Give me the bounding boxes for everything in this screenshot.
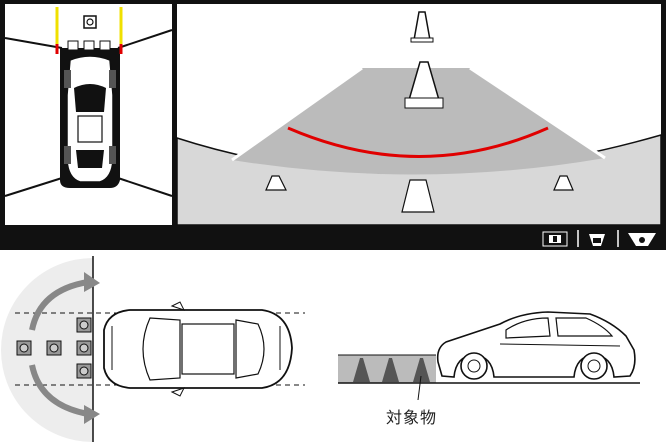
car-side-view — [436, 311, 636, 380]
cone-icon — [83, 15, 97, 29]
view-mode-icons[interactable] — [542, 230, 656, 247]
cone-markers — [16, 317, 92, 379]
object-label: 対象物 — [386, 408, 438, 427]
rear-camera-panel — [176, 4, 662, 226]
side-cones — [353, 358, 430, 382]
far-cone — [410, 11, 434, 43]
side-view-icon[interactable] — [628, 233, 656, 246]
side-view-diagram — [338, 311, 640, 401]
top-view-panel — [4, 4, 173, 225]
coverage-diagram — [1, 256, 305, 442]
object-pointer — [417, 375, 422, 401]
center-cone — [404, 61, 444, 109]
top-view-icon[interactable] — [542, 231, 568, 247]
car-top-view — [103, 301, 293, 397]
near-cones — [265, 175, 574, 213]
front-view-icon[interactable] — [589, 234, 605, 246]
cone-row-top — [67, 40, 111, 51]
